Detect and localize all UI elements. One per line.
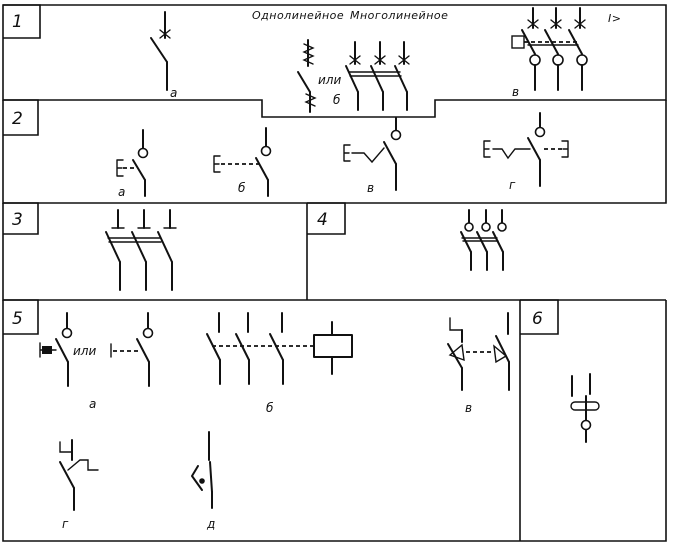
section-number-6: 6	[532, 309, 543, 329]
section-number-1: 1	[12, 12, 23, 32]
section-5-label-v: в	[465, 401, 472, 415]
header-multi-line: Многолинейное	[350, 9, 448, 22]
section-frames	[2, 4, 667, 542]
section-number-4: 4	[317, 210, 328, 230]
section-4-symbols	[460, 209, 507, 271]
section-2-label-b: б	[238, 181, 246, 195]
section-2-label-v: в	[367, 181, 374, 195]
section-number-2: 2	[12, 109, 23, 129]
section-5-label-b: б	[266, 401, 274, 415]
section-1-symbols: а или б	[150, 7, 588, 113]
section-1-label-b: б	[333, 93, 341, 107]
overcurrent-mark: I>	[608, 12, 621, 25]
section-2-label-a: а	[118, 185, 125, 199]
section-5-label-d: д	[206, 517, 215, 531]
section-6-symbols	[570, 373, 600, 443]
section-2-symbols: а б в г	[116, 112, 569, 199]
section-1-label-a: а	[170, 86, 177, 100]
section-3-symbols	[105, 209, 177, 291]
section-5-label-a: а	[89, 397, 96, 411]
section-5-symbols: или а б в	[39, 312, 510, 531]
section-5-label-g: г	[62, 517, 69, 531]
section-number-5: 5	[12, 309, 23, 329]
section-2-label-g: г	[509, 178, 516, 192]
section-1-label-v: в	[512, 85, 519, 99]
header-single-line: Однолинейное	[252, 9, 344, 22]
section-1-or-text: или	[318, 73, 341, 87]
section-number-3: 3	[12, 210, 23, 230]
section-5-or-text: или	[73, 344, 96, 358]
section-numbers: 1 2 3 4 5 6	[12, 12, 543, 329]
